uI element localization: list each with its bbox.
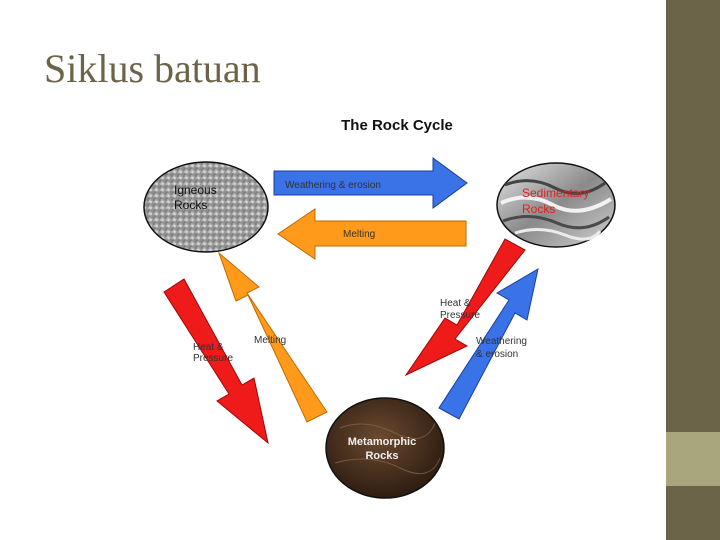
arrow-melting-top-label: Melting: [343, 229, 375, 240]
arrow-weathering-right-label-1: Weathering: [476, 336, 527, 347]
arrow-heat-pressure-left-label-2: Pressure: [193, 353, 233, 364]
arrow-heat-pressure-left: Heat & Pressure: [163, 278, 269, 445]
accent-block: [666, 432, 720, 486]
diagram-title: The Rock Cycle: [341, 117, 453, 134]
arrow-weathering-top: Weathering & erosion: [273, 157, 468, 209]
slide-title: Siklus batuan: [44, 46, 261, 91]
arrow-heat-pressure-right-label-2: Pressure: [440, 310, 480, 321]
arrow-weathering-right-label-2: & erosion: [476, 349, 518, 360]
igneous-label-2: Rocks: [174, 198, 207, 212]
arrow-heat-pressure-right-label-1: Heat &: [440, 298, 471, 309]
metamorphic-rock: Metamorphic Rocks: [325, 397, 445, 499]
rock-cycle-diagram: The Rock Cycle Igneous Rocks Sedimentary…: [135, 103, 632, 505]
igneous-rock: Igneous Rocks: [143, 161, 269, 253]
igneous-label-1: Igneous: [174, 183, 217, 197]
sedimentary-rock: Sedimentary Rocks: [496, 162, 616, 248]
metamorphic-label-2: Rocks: [365, 450, 398, 462]
arrow-heat-pressure-right: Heat & Pressure: [404, 238, 526, 377]
sedimentary-label-1: Sedimentary: [522, 186, 589, 200]
arrow-heat-pressure-left-label-1: Heat &: [193, 342, 224, 353]
arrow-weathering-right: Weathering & erosion: [438, 267, 539, 420]
sedimentary-label-2: Rocks: [522, 202, 555, 216]
arrow-melting-top: Melting: [277, 208, 467, 260]
arrow-weathering-top-label: Weathering & erosion: [285, 180, 381, 191]
arrow-melting-left-label: Melting: [254, 335, 286, 346]
metamorphic-label-1: Metamorphic: [348, 436, 416, 448]
arrow-melting-left: Melting: [217, 251, 328, 423]
